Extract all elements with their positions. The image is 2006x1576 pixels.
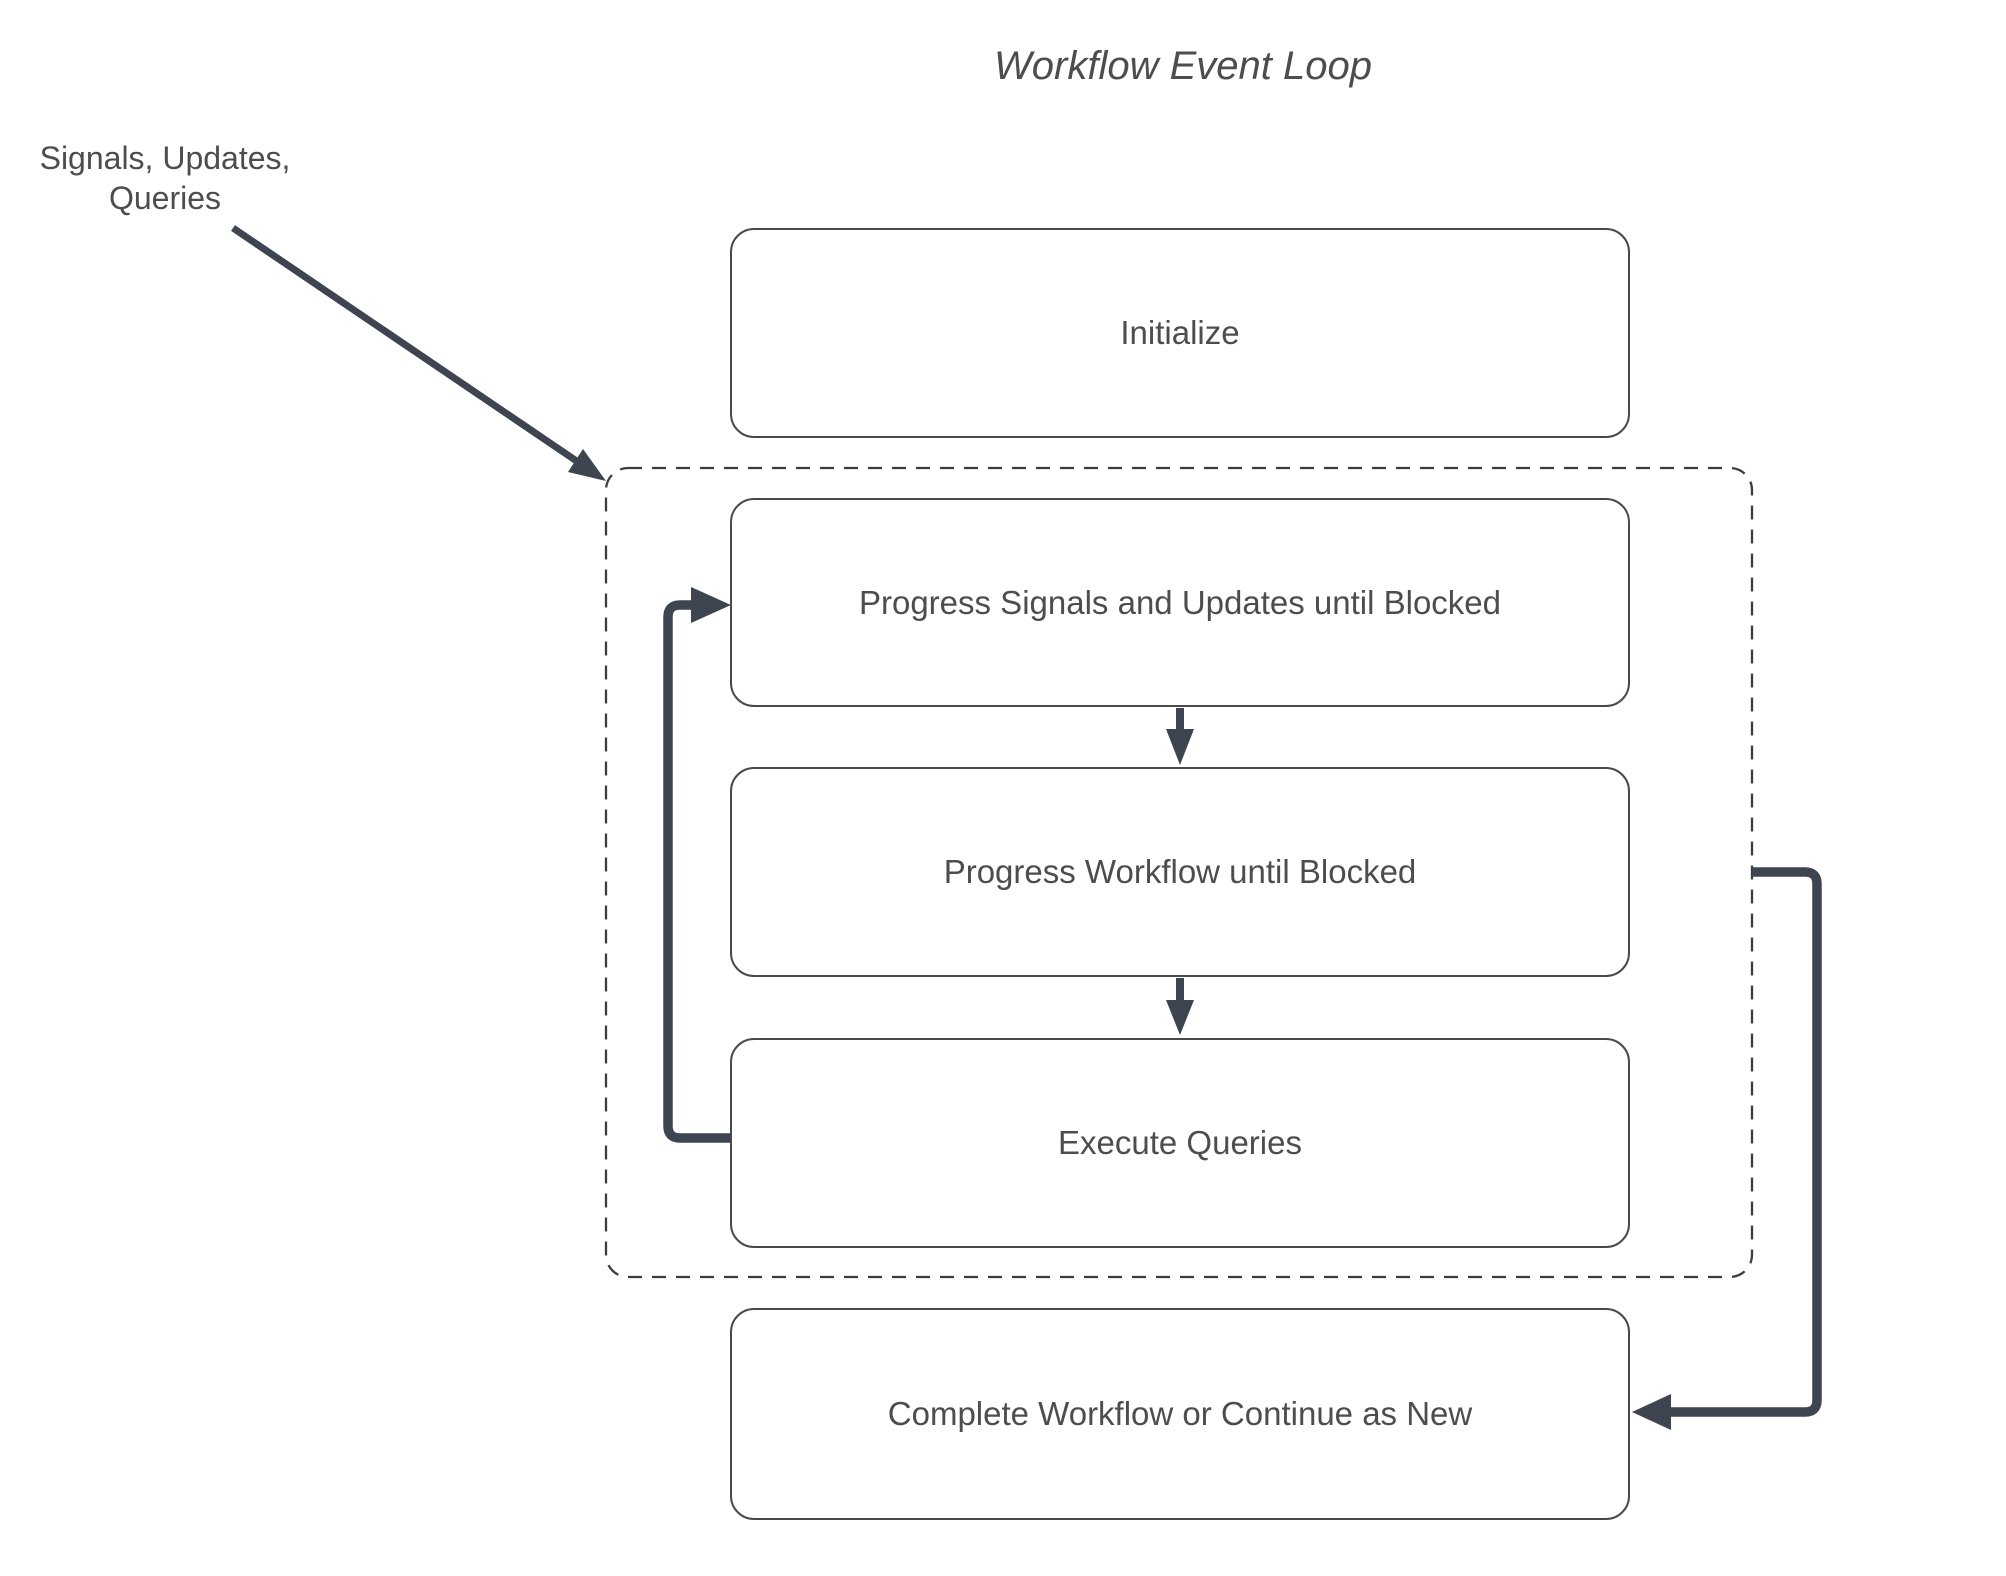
arrow-event-loop-to-complete (1632, 867, 1822, 1430)
arrow-execute-queries-loop-to-progress-signals (663, 587, 734, 1143)
signals-updates-queries-annotation: Signals, Updates, Queries (15, 138, 315, 218)
node-progress-signals-label: Progress Signals and Updates until Block… (858, 583, 1502, 621)
node-execute-queries: Execute Queries (730, 1038, 1630, 1248)
node-initialize: Initialize (730, 228, 1630, 438)
arrow-signals-line (231, 225, 580, 465)
arrow-progress-workflow-to-execute-queries (1166, 978, 1194, 1035)
node-progress-signals-and-updates: Progress Signals and Updates until Block… (730, 498, 1630, 707)
annotation-line-2: Queries (108, 180, 222, 216)
loop-left-line (663, 600, 734, 1143)
node-progress-workflow-label: Progress Workflow until Blocked (943, 853, 1417, 890)
arrow-signals-to-event-loop (231, 225, 606, 481)
node-progress-workflow: Progress Workflow until Blocked (730, 767, 1630, 977)
node-initialize-label: Initialize (1120, 314, 1240, 351)
loop-left-head (691, 587, 731, 623)
down-arrow-2-head (1166, 1000, 1194, 1035)
diagram-title: Workflow Event Loop (994, 44, 1372, 88)
annotation-line-1: Signals, Updates, (39, 140, 291, 176)
arrow-progress-signals-to-progress-workflow (1166, 708, 1194, 765)
node-complete-workflow: Complete Workflow or Continue as New (730, 1308, 1630, 1520)
node-execute-queries-label: Execute Queries (1058, 1124, 1302, 1161)
node-complete-workflow-label: Complete Workflow or Continue as New (887, 1395, 1473, 1432)
loop-right-head (1632, 1394, 1671, 1430)
loop-right-line (1671, 867, 1822, 1417)
arrow-signals-head (568, 449, 606, 481)
down-arrow-1-head (1166, 729, 1194, 765)
